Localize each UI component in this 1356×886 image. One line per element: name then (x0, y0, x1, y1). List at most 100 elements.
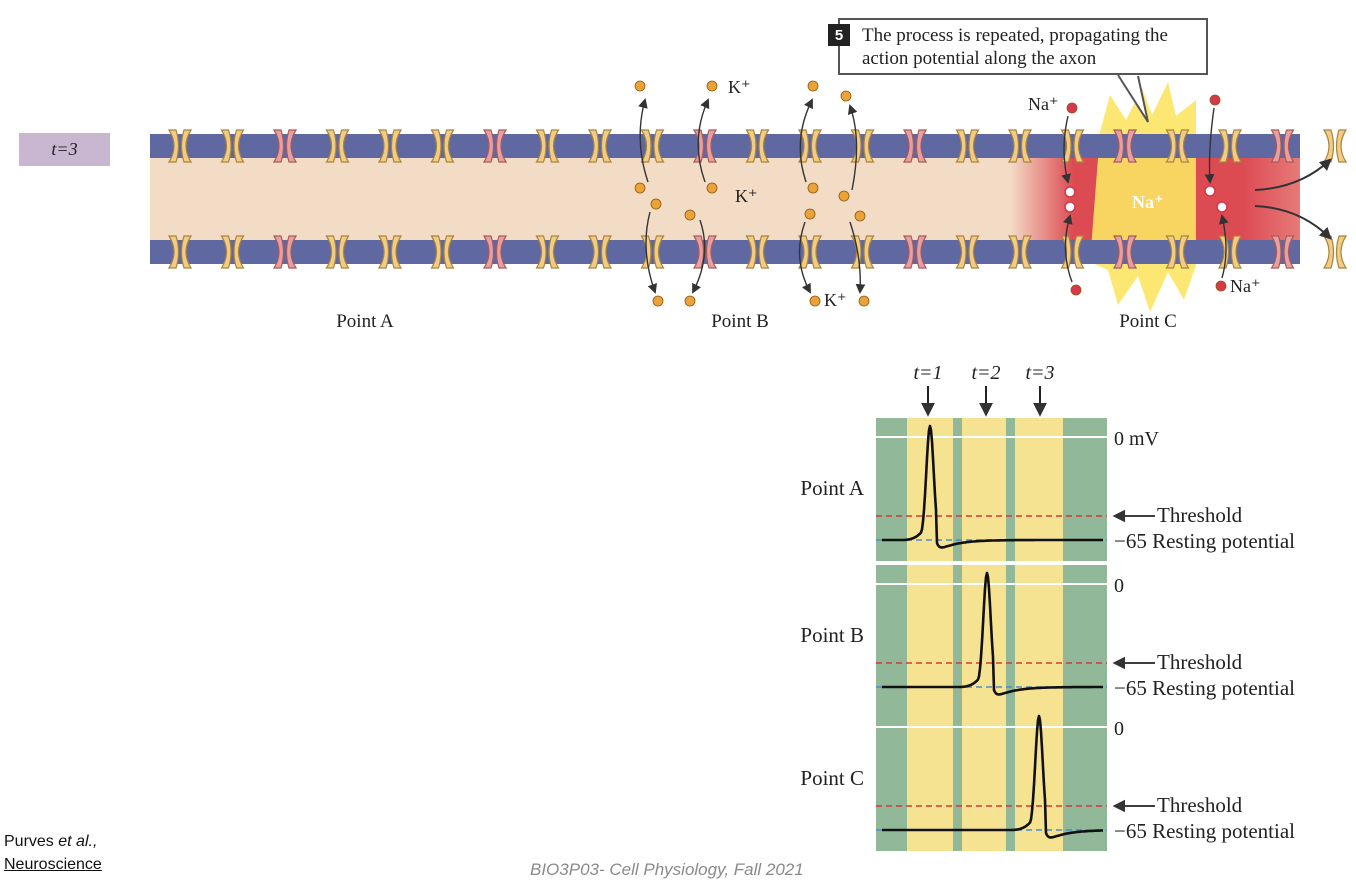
propagation-arrow-upper (1254, 158, 1332, 191)
zero-label: 0 (1114, 718, 1124, 740)
ion-flux-arrow (799, 98, 813, 183)
sodium-ion (1064, 186, 1076, 198)
potassium-channel (220, 129, 245, 163)
sodium-channel (902, 235, 928, 269)
potassium-channel (955, 235, 980, 269)
potassium-ion (854, 210, 866, 222)
sodium-channel (482, 129, 508, 163)
citation-etal: et al., (58, 833, 98, 850)
sodium-channel (272, 129, 298, 163)
potassium-channel (220, 235, 245, 269)
potassium-channel (377, 129, 403, 163)
callout-pointer (1117, 74, 1149, 123)
potassium-ion (706, 182, 718, 194)
potassium-channel (1060, 129, 1085, 163)
sodium-ion (1209, 94, 1221, 106)
resting-potential-label: −65 Resting potential (1114, 819, 1295, 843)
potassium-channel (1165, 129, 1190, 163)
time-badge: t=3 (19, 133, 110, 166)
panel-point-label: Point B (800, 623, 864, 647)
propagation-arrow-lower (1254, 205, 1332, 240)
potassium-channel (1322, 235, 1348, 269)
ion-flux-arrow (645, 211, 657, 294)
potassium-ion (840, 90, 852, 102)
time-label-1: t=1 (913, 362, 942, 384)
slide-footer: BIO3P03- Cell Physiology, Fall 2021 (530, 860, 804, 879)
membrane-potential-trace (881, 714, 1104, 839)
sodium-ion (1204, 185, 1216, 197)
ion-flux-arrow (1061, 115, 1071, 184)
potassium-ion (809, 295, 821, 307)
potassium-ion (807, 80, 819, 92)
potassium-channel (745, 235, 770, 269)
zero-label: 0 mV (1114, 428, 1160, 450)
sodium-channel (902, 129, 928, 163)
ion-flux-arrow (1219, 214, 1229, 279)
sodium-channel (272, 235, 298, 269)
potassium-channel (377, 235, 403, 269)
trace-panel-1: Point A 0 mV Threshold−65 Resting potentia… (800, 418, 1295, 561)
threshold-label: Threshold (1157, 503, 1243, 527)
potassium-ion (807, 182, 819, 194)
potassium-ion (650, 198, 662, 210)
k-ion-label-inside: K⁺ (735, 186, 758, 206)
sodium-ion (1066, 102, 1078, 114)
potassium-channel (535, 129, 560, 163)
potassium-channel (1165, 235, 1190, 269)
resting-potential-label: −65 Resting potential (1114, 529, 1295, 553)
potassium-channel (1217, 129, 1243, 163)
point-c-label: Point C (1119, 311, 1177, 332)
potassium-channel (1007, 235, 1033, 269)
potassium-channel (430, 129, 455, 163)
sodium-ion (1064, 201, 1076, 213)
time-marker-2: t=2 (971, 362, 1001, 417)
sodium-channel (692, 235, 718, 269)
potassium-channel (535, 235, 560, 269)
step-callout: 5 The process is repeated, propagating t… (828, 18, 1208, 75)
point-a-label: Point A (336, 311, 394, 332)
potassium-ion (684, 209, 696, 221)
threshold-label: Threshold (1157, 650, 1243, 674)
potassium-ion (706, 80, 718, 92)
panel-point-label: Point C (800, 766, 864, 790)
k-ion-label-top: K⁺ (728, 77, 751, 97)
potassium-channel (325, 235, 350, 269)
k-ion-label-bottom: K⁺ (824, 290, 847, 310)
threshold-label: Threshold (1157, 793, 1243, 817)
potassium-channel (587, 235, 613, 269)
point-b-label: Point B (711, 311, 769, 332)
potassium-channel (797, 235, 823, 269)
step-number: 5 (828, 24, 850, 46)
potassium-ion (838, 190, 850, 202)
ion-flux-arrow (1204, 107, 1215, 184)
time-marker-1: t=1 (913, 362, 943, 417)
potassium-channel (1007, 129, 1033, 163)
time-marker-3: t=3 (1025, 362, 1055, 417)
potassium-channel (797, 129, 823, 163)
potassium-channel (325, 129, 350, 163)
potassium-channel (745, 129, 770, 163)
sodium-ion (1215, 280, 1227, 292)
na-ion-label-top: Na⁺ (1028, 94, 1059, 114)
sodium-channel (1112, 235, 1138, 269)
potassium-ion (634, 182, 646, 194)
panel-point-label: Point A (800, 476, 864, 500)
potassium-channel (430, 235, 455, 269)
citation-book: Neuroscience (4, 856, 102, 873)
citation-author: Purves (4, 833, 59, 850)
ion-flux-arrow (849, 221, 866, 294)
potassium-channel (167, 235, 193, 269)
potassium-channel (587, 129, 613, 163)
membrane-potential-trace (881, 424, 1104, 549)
time-label-3: t=3 (1025, 362, 1054, 384)
membrane-potential-trace (881, 571, 1104, 696)
sodium-channel (1270, 129, 1295, 163)
sodium-channel (1270, 235, 1295, 269)
potassium-ion (858, 295, 870, 307)
ion-flux-arrow (798, 221, 811, 294)
potassium-ion (684, 295, 696, 307)
potassium-ion (652, 295, 664, 307)
